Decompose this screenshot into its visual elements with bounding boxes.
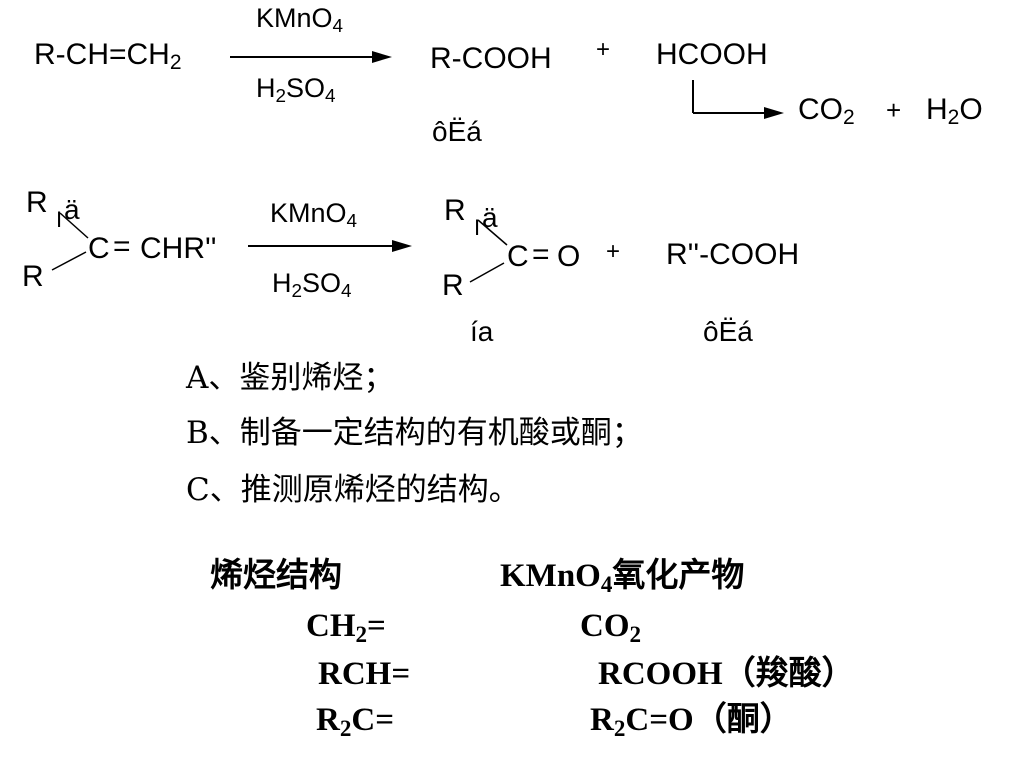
- reaction2-acid: R''-COOH: [666, 238, 800, 271]
- reaction1-reagent-kmno4: KMnO4: [256, 3, 344, 37]
- product2-r-bottom: R: [442, 269, 464, 302]
- reactant2-double-bond: =: [113, 230, 131, 263]
- hcooh-arrow-head: [764, 107, 784, 119]
- table-row-1-structure: CH2=: [306, 608, 386, 647]
- note-c: C、推测原烯烃的结构。: [186, 472, 520, 508]
- product2-bond-top: [477, 219, 508, 246]
- note-a: A、鉴别烯烃；: [186, 360, 395, 396]
- table-header-oxidation-product: KMnO4氧化产物: [500, 558, 745, 597]
- reactant2-chr: CHR'': [140, 232, 217, 265]
- reaction1-reactant: R-CH=CH2: [34, 38, 182, 75]
- reaction1-arrow-head: [372, 51, 392, 63]
- table-header-alkene-structure: 烯烃结构: [210, 558, 342, 594]
- note-b: B、制备一定结构的有机酸或酮；: [186, 415, 643, 451]
- table-row-3-structure: R2C=: [316, 702, 395, 741]
- product2-r-top: R: [444, 194, 466, 227]
- reactant2-bond-bottom: [51, 251, 87, 271]
- reactant2-r-top: R: [26, 186, 48, 219]
- reactant2-carbon: C: [88, 232, 110, 265]
- reaction1-product-rcooh: R-COOH: [430, 42, 552, 75]
- reaction2-reagent-kmno4: KMnO4: [270, 198, 358, 232]
- h2o-product: H2O: [926, 93, 983, 130]
- product2-double-bond: =: [532, 238, 550, 271]
- table-row-2-structure: RCH=: [318, 656, 411, 692]
- reactant2-r-bottom: R: [22, 260, 44, 293]
- reactant2-garbled-i: I: [56, 207, 63, 232]
- co2-product: CO2: [798, 93, 855, 130]
- product2-bond-bottom: [469, 262, 505, 283]
- table-row-1-product: CO2: [580, 608, 642, 647]
- reaction1-plus: +: [596, 36, 611, 63]
- reactant2-garbled-top: ä: [64, 194, 80, 225]
- reaction2-acid-label: ôËá: [703, 316, 753, 347]
- product2-garbled-top: ä: [482, 202, 498, 233]
- table-row-2-product: RCOOH（羧酸）: [598, 656, 855, 692]
- reaction2-plus: +: [606, 238, 621, 265]
- product2-oxygen: O: [557, 240, 581, 273]
- co2-plus: +: [886, 95, 902, 125]
- reaction2-ketone-label: ía: [470, 316, 494, 347]
- reaction2-arrow-head: [392, 240, 412, 252]
- reaction1-acid-label: ôËá: [432, 116, 482, 147]
- product2-carbon: C: [507, 240, 529, 273]
- table-row-3-product: R2C=O（酮）: [590, 702, 793, 741]
- reaction1-reagent-h2so4: H2SO4: [256, 73, 336, 107]
- reaction2-reagent-h2so4: H2SO4: [272, 268, 352, 302]
- reaction1-product-hcooh: HCOOH: [656, 38, 768, 71]
- product2-garbled-i: I: [474, 215, 481, 240]
- reactant2-bond-top: [59, 212, 89, 239]
